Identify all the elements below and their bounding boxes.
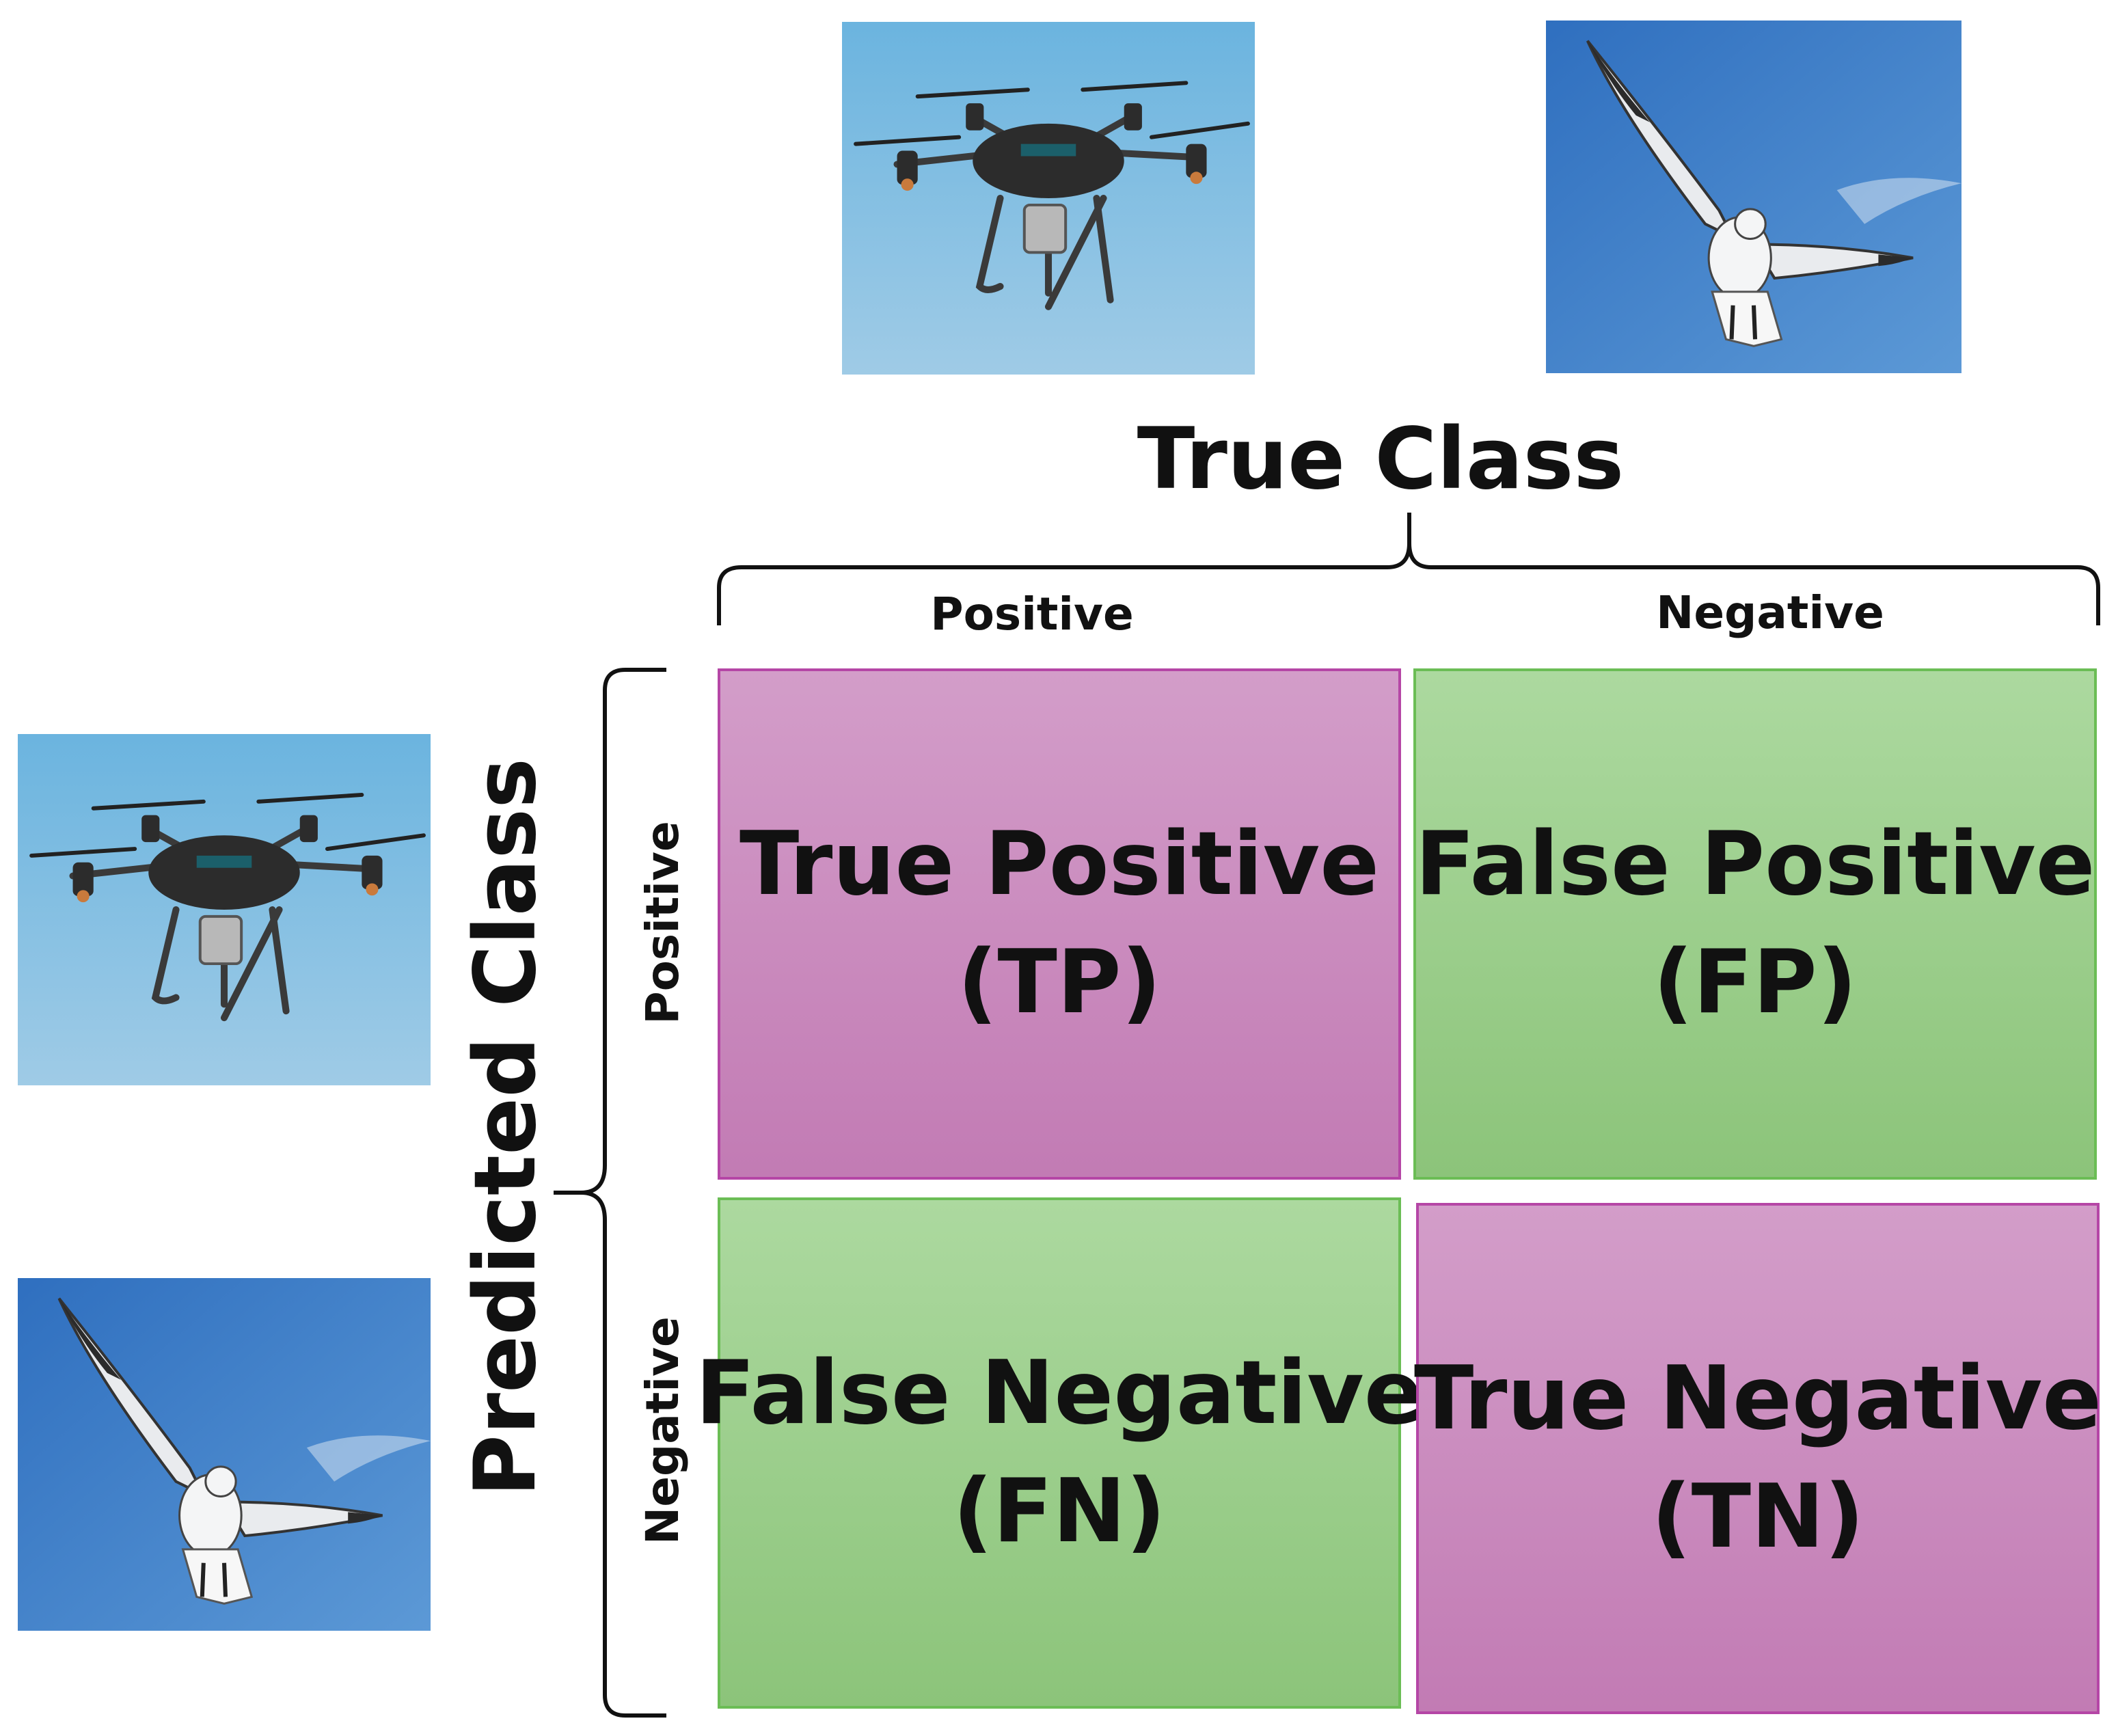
top-bracket — [717, 513, 2100, 625]
cell-abbrev: (FN) — [953, 1461, 1166, 1562]
cell-abbrev: (TN) — [1651, 1466, 1864, 1568]
cell-label: True Negative — [1413, 1348, 2102, 1450]
cell-true-positive: True Positive (TP) — [718, 668, 1401, 1180]
row-label-positive: Positive — [636, 821, 689, 1025]
cell-label: True Positive — [739, 813, 1379, 916]
column-label-positive: Positive — [930, 588, 1134, 640]
cell-abbrev: (FP) — [1653, 932, 1858, 1033]
cell-true-negative: True Negative (TN) — [1413, 1203, 2102, 1714]
column-label-negative: Negative — [1656, 586, 1884, 639]
cell-label: False Positive — [1415, 813, 2095, 916]
row-label-negative: Negative — [636, 1316, 689, 1545]
cell-abbrev: (TP) — [957, 932, 1162, 1033]
true-class-title: True Class — [1137, 410, 1625, 508]
cell-false-positive: False Positive (FP) — [1413, 668, 2097, 1180]
cell-label: False Negative — [695, 1342, 1424, 1445]
left-bracket — [554, 668, 666, 1718]
predicted-class-title: Predicted Class — [457, 757, 555, 1497]
cell-false-negative: False Negative (FN) — [696, 1197, 1424, 1709]
